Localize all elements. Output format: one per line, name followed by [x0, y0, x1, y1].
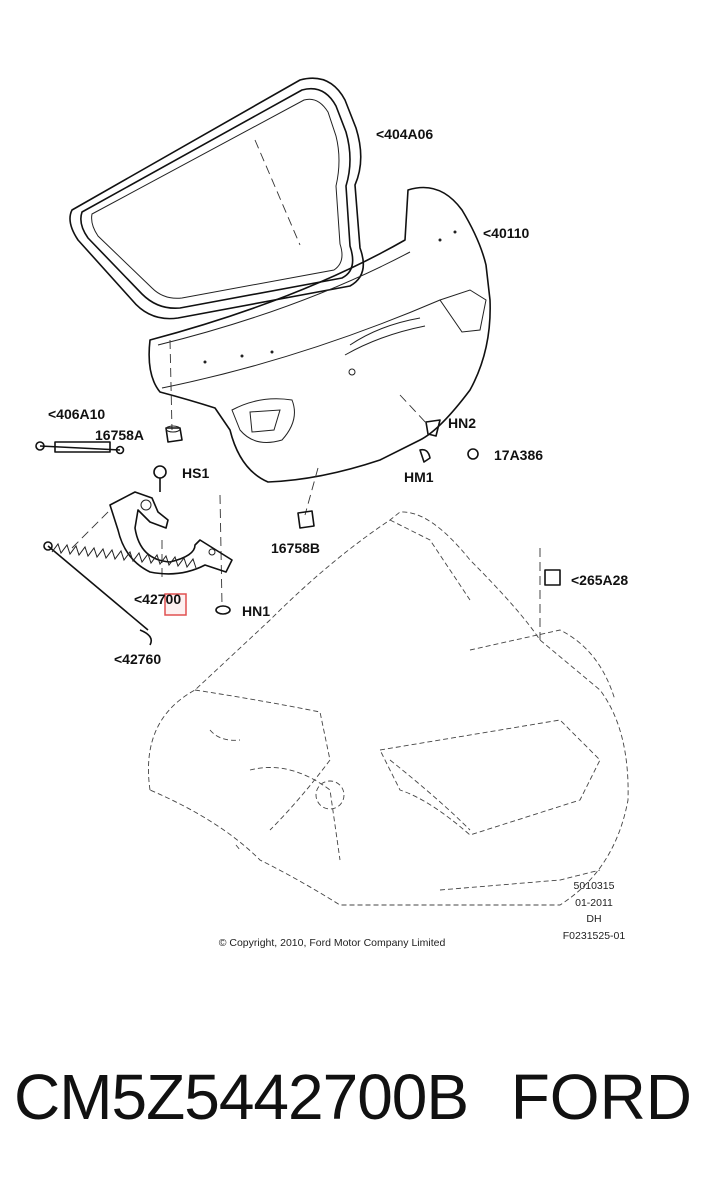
callout-42700: <42700 — [134, 591, 181, 607]
gas-strut — [35, 441, 125, 455]
drawing-code-3: DH — [586, 913, 601, 925]
drawing-code-4: F0231525-01 — [563, 930, 626, 942]
hinge-42700 — [109, 491, 233, 575]
parts-diagram: <404A06 <40110 <406A10 16758A HS1 HN2 HM… — [35, 77, 629, 949]
callout-hn2: HN2 — [448, 415, 476, 431]
bumper-16758a — [165, 425, 183, 443]
callout-16758b: 16758B — [271, 540, 320, 556]
bolt-hs1 — [153, 465, 167, 492]
callout-265a28: <265A28 — [571, 572, 628, 588]
fasteners — [215, 419, 561, 615]
callout-hn1: HN1 — [242, 603, 270, 619]
callout-42760: <42760 — [114, 651, 161, 667]
footer: CM5Z5442700B FORD — [0, 1060, 708, 1160]
drawing-code-2: 01-2011 — [575, 897, 613, 909]
callout-hs1: HS1 — [182, 465, 209, 481]
callout-17a386: 17A386 — [494, 447, 543, 463]
callout-404a06: <404A06 — [376, 126, 433, 142]
callout-406a10: <406A10 — [48, 406, 105, 422]
callout-16758a: 16758A — [95, 427, 144, 443]
highlight-marker — [164, 593, 187, 616]
callout-hm1: HM1 — [404, 469, 434, 485]
brand-name: FORD — [510, 1061, 692, 1133]
trunk-lid — [148, 186, 491, 483]
copyright-text: © Copyright, 2010, Ford Motor Company Li… — [219, 937, 446, 949]
callout-40110: <40110 — [483, 225, 530, 241]
part-number: CM5Z5442700B — [14, 1061, 469, 1133]
car-body-outline — [148, 511, 629, 906]
leader-lines — [71, 139, 541, 640]
weatherstrip-seal — [69, 77, 365, 320]
drawing-code-1: 5010315 — [574, 880, 615, 892]
spring-42760 — [43, 541, 197, 646]
